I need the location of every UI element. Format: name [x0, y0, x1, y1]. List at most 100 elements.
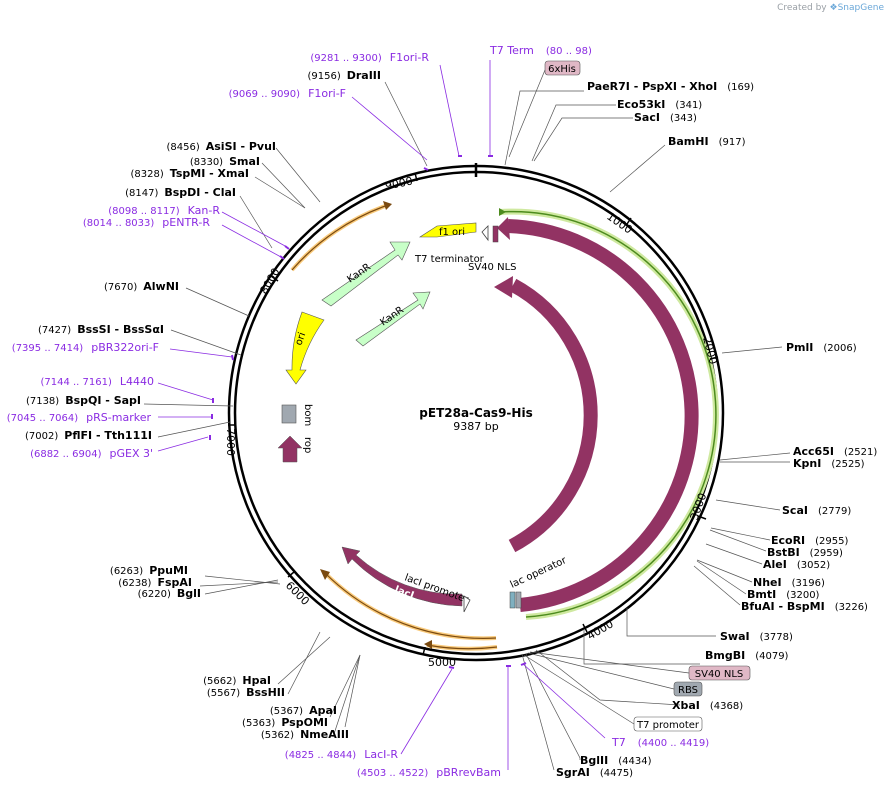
rop-arrow[interactable] — [277, 435, 303, 463]
site-bfuai[interactable]: BfuAI - BspMI(3226) — [741, 600, 868, 613]
laci-arrow[interactable] — [341, 546, 463, 607]
kanr-orf-arrow-icon — [383, 201, 392, 210]
site-pspomi[interactable]: (5363)PspOMI — [242, 716, 328, 729]
tick-9000: 9000 — [384, 174, 414, 193]
primer-l4440[interactable]: (7144 .. 7161)L4440 — [40, 375, 154, 388]
tick-7000: 7000 — [224, 428, 237, 456]
brand-prefix: Created by — [777, 3, 827, 13]
backbone-ticks — [228, 172, 719, 656]
sv40-nls-marker[interactable] — [492, 225, 499, 243]
site-bglii[interactable]: BglII(4434) — [580, 754, 652, 767]
t7-promoter-label: T7 promoter — [636, 720, 700, 731]
selection-arrow-icon — [499, 208, 506, 216]
box-leader-lines — [508, 69, 690, 725]
bom-feature[interactable] — [281, 404, 297, 424]
cas9-outer-label: Cas9 — [660, 410, 671, 437]
tick-5000: 5000 — [428, 656, 456, 669]
bom-label: bom — [302, 404, 313, 426]
rbs-marker[interactable] — [515, 591, 522, 609]
site-bmti[interactable]: BmtI(3200) — [747, 588, 820, 601]
cas9-outer-head-icon — [497, 217, 510, 240]
site-swai[interactable]: SwaI(3778) — [720, 630, 793, 643]
snapgene-logo-icon: ❖ — [829, 3, 838, 13]
snapgene-brand: Created by ❖SnapGene — [777, 3, 884, 13]
laci-promoter-marker[interactable] — [463, 595, 471, 613]
primer-f1orir[interactable]: (9281 .. 9300)F1ori-R — [310, 51, 429, 64]
site-pmli[interactable]: PmlI(2006) — [786, 341, 857, 354]
f1-ori-label: f1 ori — [439, 227, 465, 238]
site-nhei[interactable]: NheI(3196) — [753, 576, 825, 589]
site-apai[interactable]: (5367)ApaI — [270, 704, 337, 717]
lac-operator-marker[interactable] — [509, 591, 516, 609]
cas9-inner-head-icon — [494, 276, 513, 298]
f1-ori-arrow[interactable] — [418, 222, 477, 238]
site-bsshii[interactable]: (5567)BssHII — [207, 686, 285, 699]
brand-name: SnapGene — [837, 3, 884, 13]
selection-arc[interactable] — [499, 210, 717, 618]
site-paer7i[interactable]: PaeR7I - PspXI - XhoI(169) — [587, 80, 754, 93]
t7-terminator-marker[interactable] — [481, 225, 489, 242]
tick-8000: 8000 — [257, 266, 282, 297]
site-sgrai[interactable]: SgrAI(4475) — [556, 766, 633, 779]
lac-operator-label: lac operator — [509, 555, 569, 591]
site-kpni[interactable]: KpnI(2525) — [793, 457, 865, 470]
site-asisi[interactable]: (8456)AsiSI - PvuI — [166, 140, 276, 153]
site-smai[interactable]: (8330)SmaI — [190, 155, 260, 168]
primer-pbrrevbam[interactable]: (4503 .. 4522)pBRrevBam — [357, 766, 501, 779]
site-tspmi[interactable]: (8328)TspMI - XmaI — [131, 167, 249, 180]
site-bstbi[interactable]: BstBI(2959) — [767, 546, 843, 559]
t7-terminator-feature-label: T7 terminator — [414, 254, 485, 265]
primer-t7[interactable]: T7(4400 .. 4419) — [611, 736, 709, 749]
site-alwni[interactable]: (7670)AlwNI — [104, 280, 179, 293]
primer-pentrr[interactable]: (8014 .. 8033)pENTR-R — [83, 216, 210, 229]
primer-pgex3[interactable]: (6882 .. 6904)pGEX 3' — [30, 447, 153, 460]
primer-lacir[interactable]: (4825 .. 4844)LacI-R — [285, 748, 399, 761]
site-scai[interactable]: ScaI(2779) — [782, 504, 851, 517]
kanr-orf[interactable] — [291, 204, 389, 271]
site-xbai[interactable]: XbaI(4368) — [672, 699, 743, 712]
primer-f1orif[interactable]: (9069 .. 9090)F1ori-F — [229, 87, 346, 100]
site-acc65i[interactable]: Acc65I(2521) — [793, 445, 877, 458]
ori-arrow[interactable] — [285, 311, 325, 385]
primer-kanr[interactable]: (8098 .. 8117)Kan-R — [108, 204, 220, 217]
site-bamhi[interactable]: BamHI(917) — [668, 135, 746, 148]
site-bsssi[interactable]: (7427)BssSI - BssSαI — [38, 323, 164, 336]
primer-prsmarker[interactable]: (7045 .. 7064)pRS-marker — [7, 411, 152, 424]
site-ecori[interactable]: EcoRI(2955) — [771, 534, 849, 547]
rop-label: rop — [302, 437, 313, 453]
site-pflfi[interactable]: (7002)PflFI - Tth111I — [25, 429, 152, 442]
kanr-arrow-1[interactable] — [321, 241, 411, 307]
kanr-arrow-2[interactable] — [355, 291, 431, 347]
site-leader-lines — [143, 81, 791, 771]
cas9-inner-arrow[interactable] — [508, 278, 598, 553]
sixhis-box[interactable] — [544, 60, 581, 76]
site-draiii[interactable]: (9156)DraIII — [307, 69, 381, 82]
primer-pbr322[interactable]: (7395 .. 7414)pBR322ori-F — [12, 341, 159, 354]
site-bgli[interactable]: (6220)BglI — [138, 587, 201, 600]
site-saci[interactable]: SacI(343) — [634, 111, 697, 124]
tick-6000: 6000 — [283, 579, 312, 608]
site-hpai[interactable]: (5662)HpaI — [203, 674, 271, 687]
site-ppumi[interactable]: (6263)PpuMI — [110, 564, 188, 577]
sv40-nls-feature-label: SV40 NLS — [468, 262, 517, 273]
site-eco53ki[interactable]: Eco53kI(341) — [617, 98, 702, 111]
cas9-outer-arrow[interactable] — [507, 219, 699, 612]
primer-t7term[interactable]: T7 Term(80 .. 98) — [489, 44, 592, 57]
ori-label: ori — [293, 331, 308, 347]
site-alei[interactable]: AleI(3052) — [763, 558, 830, 571]
laci-orf-1[interactable] — [324, 572, 497, 639]
tick-3000: 3000 — [688, 491, 710, 522]
cas9-inner-label: Cas9 — [603, 404, 614, 431]
site-nmeaiii[interactable]: (5362)NmeAIII — [261, 728, 349, 741]
laci-orf-arrow-icon-1 — [320, 569, 330, 580]
rbs-label: RBS — [678, 685, 698, 696]
site-bspqi[interactable]: (7138)BspQI - SapI — [26, 394, 141, 407]
laci-orf-arrow-icon-2 — [424, 640, 432, 649]
primer-leader-lines — [157, 60, 606, 770]
site-bmgbi[interactable]: BmgBI(4079) — [705, 649, 789, 662]
site-bspdi[interactable]: (8147)BspDI - ClaI — [125, 186, 236, 199]
primer-marks — [209, 155, 527, 669]
site-fspai[interactable]: (6238)FspAI — [118, 576, 192, 589]
